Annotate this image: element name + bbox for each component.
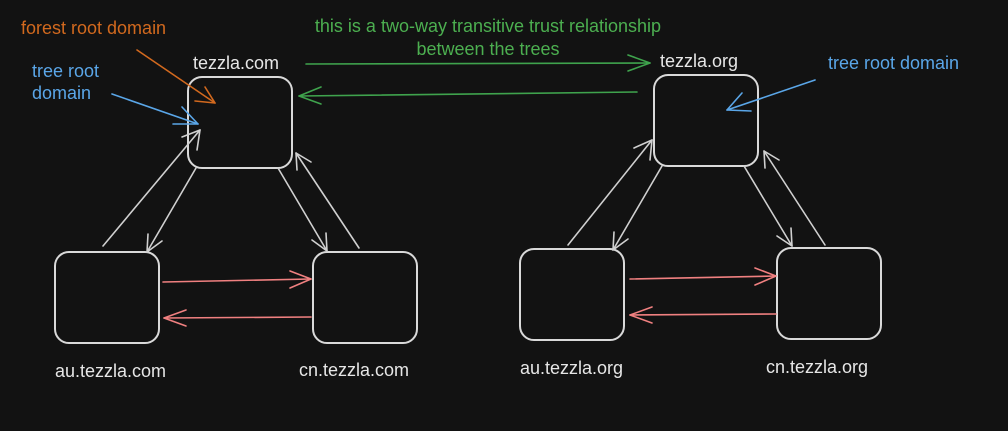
arrow-root-to-au-org (612, 165, 663, 251)
label-cn-tezzla-com: cn.tezzla.com (299, 360, 409, 380)
arrowhead-au-com-to-root (181, 129, 201, 151)
forest-root-annotation: forest root domain (21, 18, 166, 38)
arrow-root-to-cn-com (277, 167, 328, 252)
forest-root-pointer-arrow (136, 49, 216, 104)
arrow-cn-com-to-root (295, 152, 360, 249)
tree-root-annotation-left-line2: domain (32, 83, 91, 103)
node-tezzla-org (653, 74, 759, 167)
right-tree-parent-child-arrows (567, 139, 826, 251)
left-tree-sibling-arrows (162, 270, 312, 327)
arrow-au-com-to-cn-com (162, 278, 312, 283)
arrow-root-to-au-com (146, 167, 197, 253)
trust-relationship-note-line1: this is a two-way transitive trust relat… (315, 16, 661, 36)
arrow-au-com-to-root (102, 129, 201, 247)
arrowhead-cn-com-to-au-com (163, 309, 187, 327)
node-cn-tezzla-com (312, 251, 418, 344)
label-cn-tezzla-org: cn.tezzla.org (766, 357, 868, 377)
tree-trust-arrows (298, 54, 651, 105)
arrow-org-to-com (298, 91, 638, 97)
trust-relationship-note-line2: between the trees (416, 39, 559, 59)
tree-root-right-pointer-arrow (726, 79, 816, 112)
tree-root-left-pointer-arrow (111, 93, 199, 125)
label-au-tezzla-com: au.tezzla.com (55, 361, 166, 381)
arrowhead-au-org-to-cn-org (754, 267, 777, 286)
arrow-cn-com-to-au-com (163, 316, 312, 319)
label-tezzla-org: tezzla.org (660, 51, 738, 71)
label-au-tezzla-org: au.tezzla.org (520, 358, 623, 378)
arrowhead-root-to-cn-org (776, 227, 793, 247)
node-cn-tezzla-org (776, 247, 882, 340)
node-au-tezzla-org (519, 248, 625, 341)
arrow-au-org-to-root (567, 139, 653, 246)
arrowhead-cn-com-to-root (295, 152, 312, 171)
node-tezzla-com (187, 76, 293, 169)
arrow-root-to-cn-org (743, 165, 793, 247)
arrowhead-au-com-to-cn-com (289, 270, 312, 289)
arrow-au-org-to-cn-org (629, 275, 777, 280)
label-tezzla-com: tezzla.com (193, 53, 279, 73)
tree-root-annotation-left-line1: tree root (32, 61, 99, 81)
left-tree-parent-child-arrows (102, 129, 360, 253)
arrow-cn-org-to-au-org (629, 313, 777, 316)
arrowhead-root-to-cn-com (311, 232, 328, 252)
tree-root-annotation-right: tree root domain (828, 53, 959, 73)
arrowhead-au-org-to-root (633, 139, 653, 161)
arrowhead-cn-org-to-au-org (629, 306, 653, 324)
arrow-cn-org-to-root (763, 150, 826, 246)
arrowhead-com-to-org (627, 54, 651, 72)
arrowhead-cn-org-to-root (763, 150, 780, 169)
node-au-tezzla-com (54, 251, 160, 344)
arrowhead-org-to-com (298, 86, 322, 105)
arrowhead-root-to-au-com (146, 233, 163, 253)
right-tree-sibling-arrows (629, 267, 777, 324)
arrowhead-root-to-au-org (612, 231, 629, 251)
arrow-com-to-org (305, 62, 651, 65)
